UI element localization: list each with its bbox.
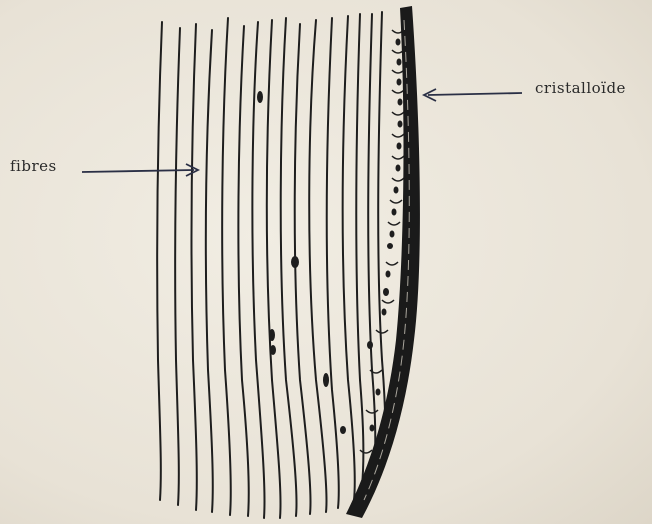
nucleus: [257, 91, 263, 103]
epithelium-cell: [376, 330, 388, 333]
epithelium-cell: [360, 450, 372, 453]
epithelium-nucleus: [397, 59, 402, 66]
epithelium-cell: [392, 112, 404, 115]
label-fibres: fibres: [10, 157, 57, 175]
fibre-line: [157, 22, 162, 500]
epithelium-cell: [392, 156, 404, 159]
nucleus: [340, 426, 346, 434]
nucleus: [270, 345, 276, 355]
epithelium-nucleus: [390, 231, 395, 238]
epithelium-cell: [382, 300, 394, 303]
fibre-line: [238, 26, 248, 516]
fibre-line: [267, 20, 281, 518]
epithelium-nucleus: [386, 271, 391, 278]
epithelium-nucleus: [394, 187, 399, 194]
epithelium-cell: [390, 200, 402, 203]
fibre-line: [309, 20, 326, 512]
nucleus: [367, 341, 373, 349]
nucleus: [291, 256, 299, 268]
epithelium-nucleus: [398, 99, 403, 106]
fibre-line: [368, 14, 375, 470]
nucleus: [323, 373, 329, 387]
nucleus: [383, 288, 389, 296]
epithelium-nucleus: [397, 143, 402, 150]
fibre-line: [206, 30, 213, 512]
epithelium-nucleus: [382, 309, 387, 316]
epithelium-cell: [392, 90, 404, 93]
epithelium-nucleus: [392, 209, 397, 216]
epithelium-cell: [392, 70, 404, 73]
epithelium-nucleus: [396, 39, 401, 46]
epithelium-nucleus: [376, 389, 381, 396]
epithelium-cell: [392, 134, 404, 137]
epithelium-nucleus: [397, 79, 402, 86]
epithelium-nucleus: [396, 165, 401, 172]
epithelium-nucleus: [398, 121, 403, 128]
fibre-line: [327, 18, 339, 508]
fibre-line: [295, 24, 311, 514]
fibre-line: [175, 28, 180, 505]
epithelium-cell: [392, 178, 404, 181]
epithelium-nucleus: [370, 425, 375, 432]
fibre-line: [222, 18, 231, 515]
epithelium-cell: [386, 262, 398, 265]
arrow-fibres: [82, 164, 198, 176]
arrow-cristalloide: [424, 89, 522, 101]
label-cristalloide: cristalloïde: [535, 79, 626, 97]
epithelium-cell: [388, 222, 400, 225]
nucleus: [387, 243, 393, 249]
fibre-line: [192, 24, 197, 510]
fibre-line: [356, 14, 363, 485]
epithelium-cell: [366, 410, 378, 413]
fibre-lines: [157, 12, 385, 518]
nucleus: [269, 329, 275, 341]
